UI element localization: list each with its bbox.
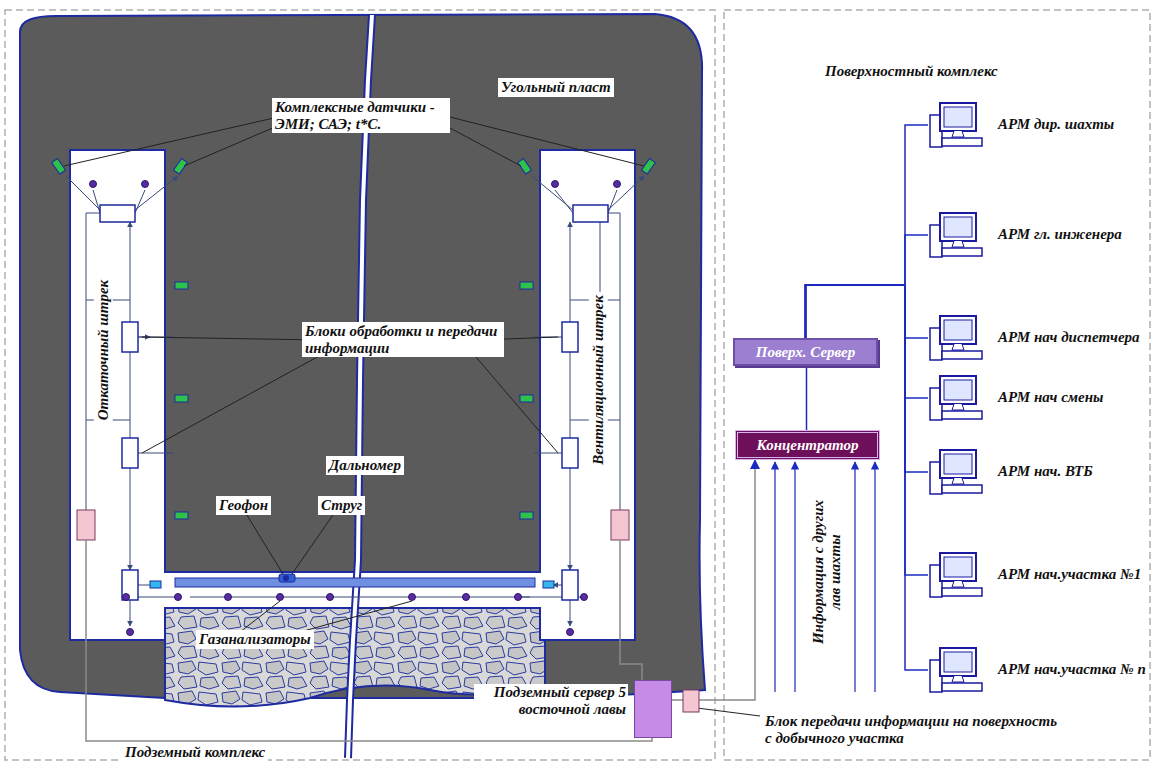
- diagram-label: Струг: [318, 496, 365, 515]
- server-cabinet: [634, 680, 672, 738]
- complex-sensors: [52, 159, 656, 519]
- node-text: Концентратор: [757, 437, 859, 454]
- diagram-label: Дальномер: [326, 456, 404, 475]
- node-text: АРМ нач смены: [998, 389, 1148, 406]
- diagram-label: Угольный пласт: [498, 78, 614, 97]
- computer-icon: [928, 211, 984, 259]
- computer-icon: [928, 448, 984, 496]
- diagram-label: Геофон: [216, 496, 271, 515]
- connector-line: [672, 460, 755, 700]
- workstation-node: АРМ нач.участка №1: [928, 551, 1148, 599]
- transmission-blocks: [77, 510, 629, 540]
- underground-server: Подземный сервер 5 восточной лавы: [474, 680, 672, 738]
- diagram-label: Блоки обработки и передачи информации: [302, 322, 504, 357]
- diagram-label: Откаточный штрек: [94, 277, 113, 423]
- connector-line: [806, 366, 808, 430]
- panel-frames: [5, 10, 1150, 760]
- computer-icon: [928, 374, 984, 422]
- connector-line: [806, 235, 929, 338]
- node-text: АРМ нач.участка № n: [998, 661, 1148, 678]
- node-text: АРМ нач.участка №1: [998, 566, 1148, 583]
- computer-icon: [928, 314, 984, 362]
- diagram-label: Подземный комплекс: [122, 743, 268, 762]
- workstation-node: АРМ нач смены: [928, 374, 1148, 422]
- node-text: Поверх. Сервер: [756, 344, 856, 361]
- underground-links: [86, 540, 652, 741]
- cyan-sensors: [150, 581, 554, 588]
- diagram-label: Вентиляционный штрек: [589, 292, 608, 468]
- diagram-label: Информация с других лав шахты: [809, 489, 844, 655]
- diagram-label: Поверхностный комплекс: [822, 62, 1001, 81]
- diagram-label: Газанализаторы: [196, 630, 314, 649]
- node-text: Подземный сервер 5 восточной лавы: [476, 684, 626, 717]
- connector-line: [806, 285, 929, 338]
- node-text: АРМ нач. ВТБ: [998, 463, 1148, 480]
- node-text: АРМ нач диспетчера: [998, 329, 1148, 346]
- concentrator-box: Концентратор: [735, 430, 880, 460]
- plough-conveyor: [175, 574, 535, 587]
- computer-icon: [928, 646, 984, 694]
- surface-transfer-block: [683, 690, 699, 712]
- diagram-label: Блок передачи информации на поверхность …: [762, 712, 1068, 747]
- drift-wiring: [66, 176, 644, 626]
- workstation-node: АРМ гл. инженера: [928, 211, 1148, 259]
- node-text: АРМ гл. инженера: [998, 226, 1148, 243]
- leader-lines: [64, 112, 760, 716]
- coal-seam: [20, 14, 705, 698]
- workstation-node: АРМ нач диспетчера: [928, 314, 1148, 362]
- workstation-node: АРМ нач.участка № n: [928, 646, 1148, 694]
- workstation-node: АРМ дир. шахты: [928, 101, 1148, 149]
- gas-analyzers: [90, 181, 621, 636]
- other-longwall-inputs: [775, 462, 875, 692]
- workstation-node: АРМ нач. ВТБ: [928, 448, 1148, 496]
- computer-icon: [928, 551, 984, 599]
- diagram-label: Комплексные датчики - ЭМИ; САЭ; t*C.: [272, 98, 450, 133]
- connector-line: [806, 125, 929, 338]
- mine-workings: [70, 150, 635, 640]
- server-box: Поверх. Сервер: [733, 338, 878, 366]
- node-text: АРМ дир. шахты: [998, 116, 1148, 133]
- processing-blocks: [100, 205, 608, 600]
- computer-icon: [928, 101, 984, 149]
